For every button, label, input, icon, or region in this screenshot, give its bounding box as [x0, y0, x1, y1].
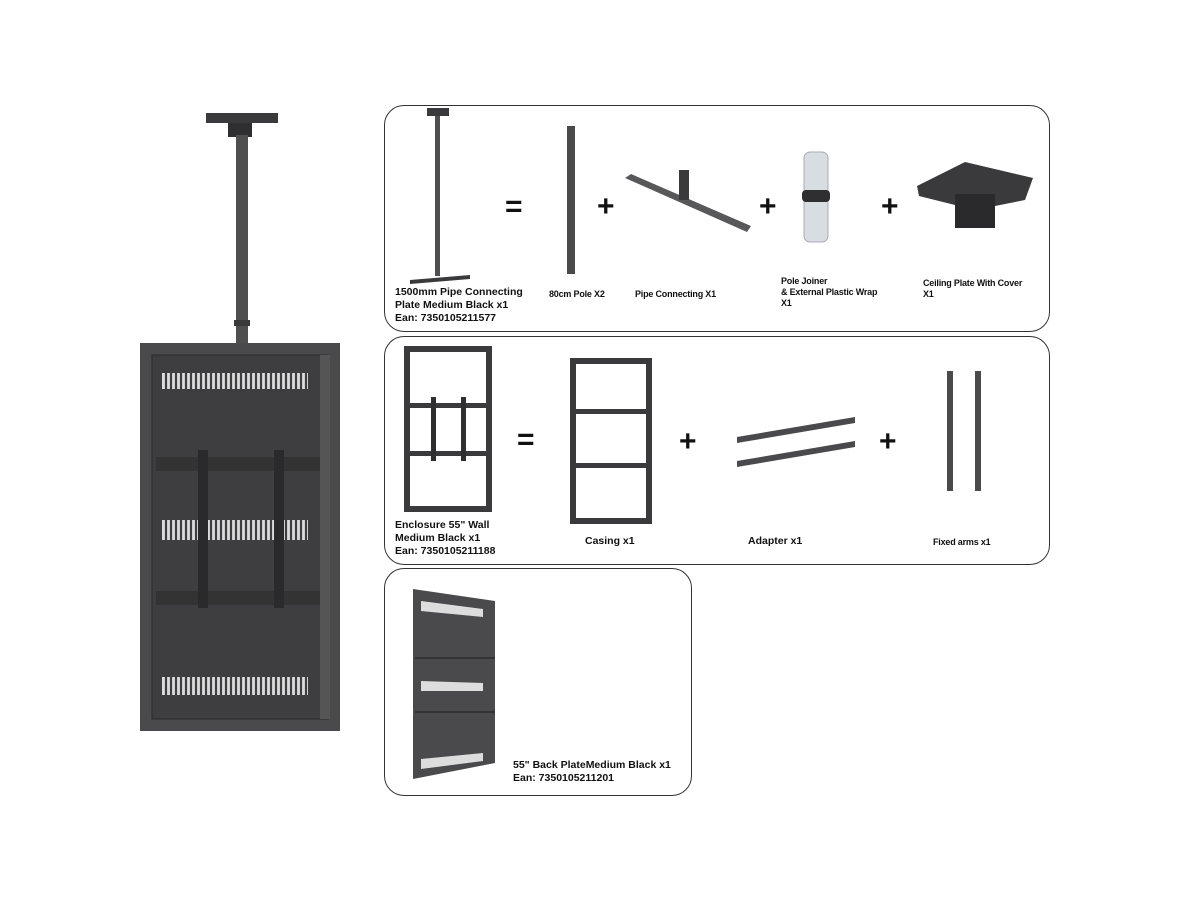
pipe-connecting-image: [625, 170, 751, 232]
fixed-arms-image: [947, 371, 981, 491]
pole-joiner-image: [802, 151, 830, 243]
part-label: Pole Joiner & External Plastic Wrap X1: [781, 276, 878, 308]
part-label: Ceiling Plate With Cover X1: [923, 278, 1023, 299]
part-label: Pipe Connecting X1: [635, 289, 716, 299]
ceiling-plate-image: [917, 162, 1033, 228]
equals-sign: =: [505, 190, 523, 223]
main-product-label: 55" Back PlateMedium Black x1 Ean: 73501…: [513, 759, 671, 784]
kit-panel-pipe-connecting: = + + + 1500mm Pipe Connecting Plate Med…: [384, 105, 1050, 332]
back-plate-image: [413, 589, 495, 779]
kit-panel-enclosure: = + + Enclosure 55" Wall Medium Black x1…: [384, 336, 1050, 565]
plus-sign: +: [881, 190, 899, 223]
assembled-ceiling-mount-enclosure-image: [140, 113, 340, 731]
casing-image: [570, 358, 652, 524]
plus-sign: +: [597, 190, 615, 223]
main-product-label: Enclosure 55" Wall Medium Black x1 Ean: …: [395, 519, 496, 557]
equals-sign: =: [517, 423, 535, 456]
part-label: Adapter x1: [748, 535, 803, 547]
enclosure-wall-image: [404, 346, 492, 512]
kit-panel-back-plate: 55" Back PlateMedium Black x1 Ean: 73501…: [384, 568, 692, 796]
plus-sign: +: [679, 425, 697, 458]
adapter-image: [737, 417, 855, 467]
main-product-label: 1500mm Pipe Connecting Plate Medium Blac…: [395, 286, 523, 324]
plus-sign: +: [879, 425, 897, 458]
part-label: 80cm Pole X2: [549, 289, 605, 299]
pole-image: [567, 126, 575, 274]
part-label: Casing x1: [585, 535, 635, 547]
part-label: Fixed arms x1: [933, 537, 991, 547]
pipe-connecting-plate-image: [410, 108, 470, 284]
plus-sign: +: [759, 190, 777, 223]
